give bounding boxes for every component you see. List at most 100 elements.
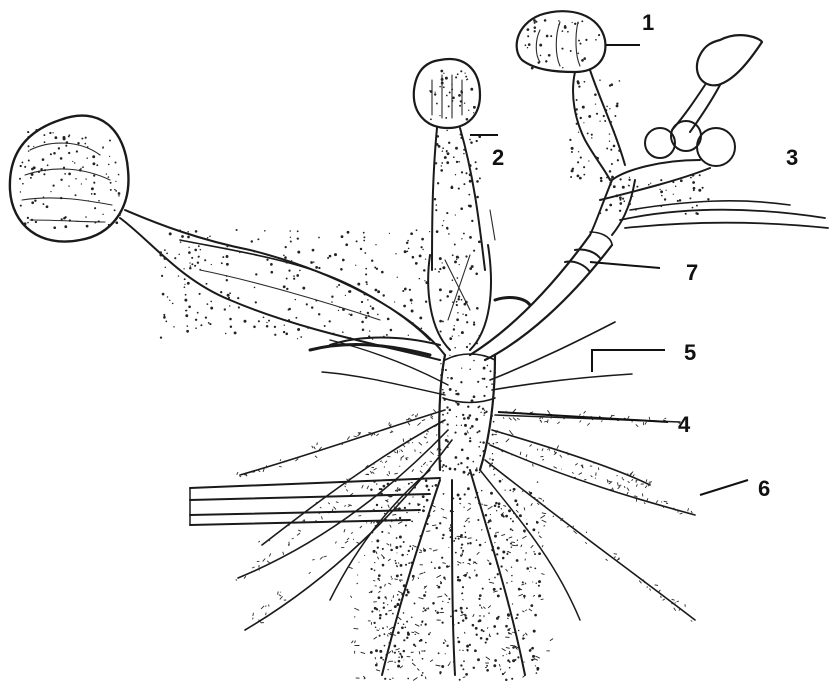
stipple-dot: [270, 263, 273, 266]
bristle-hair: [421, 466, 422, 467]
stipple-dot: [464, 432, 467, 435]
stipple-dot: [19, 178, 21, 180]
stipple-dot: [503, 516, 505, 518]
stipple-dot: [469, 180, 472, 183]
stipple-dot: [469, 559, 472, 562]
stipple-dot: [44, 141, 46, 143]
stipple-dot: [441, 608, 443, 610]
stipple-dot: [268, 320, 270, 322]
stipple-dot: [194, 249, 197, 252]
stipple-dot: [469, 644, 471, 646]
stipple-dot: [493, 443, 495, 445]
stipple-dot: [469, 343, 471, 345]
stipple-dot: [485, 642, 487, 644]
stipple-dot: [424, 572, 425, 573]
stipple-dot: [476, 431, 478, 433]
bristle-hair: [420, 471, 423, 473]
stipple-dot: [510, 528, 512, 530]
stipple-dot: [538, 594, 541, 597]
stipple-dot: [424, 586, 425, 587]
stipple-dot: [562, 30, 564, 32]
stipple-dot: [263, 316, 265, 318]
stipple-dot: [448, 105, 450, 107]
root-hair: [529, 609, 532, 611]
stipple-dot: [428, 633, 430, 635]
stipple-dot: [505, 625, 508, 628]
bristle-hair: [607, 479, 608, 482]
stipple-dot: [449, 337, 452, 340]
stipple-dot: [274, 326, 276, 328]
stipple-dot: [438, 145, 441, 148]
stipple-dot: [442, 225, 444, 227]
stipple-dot: [410, 232, 413, 235]
stipple-dot: [465, 76, 467, 78]
root-hair: [501, 534, 505, 535]
stipple-dot: [441, 665, 444, 668]
root-hair: [486, 657, 490, 660]
stipple-dot: [491, 383, 493, 385]
bristle-hair: [579, 473, 582, 475]
stipple-dot: [257, 238, 259, 240]
stipple-dot: [109, 140, 111, 142]
stipple-dot: [80, 168, 81, 169]
stipple-dot: [163, 314, 165, 316]
stipple-dot: [420, 639, 423, 642]
stipple-dot: [383, 336, 385, 338]
stipple-dot: [366, 295, 367, 296]
stipple-dot: [470, 427, 472, 429]
stipple-dot: [507, 614, 509, 616]
stipple-dot: [580, 117, 582, 119]
root-hair: [531, 545, 534, 548]
stipple-dot: [289, 230, 291, 232]
stipple-dot: [473, 106, 476, 109]
stipple-dot: [577, 52, 579, 54]
stipple-dot: [46, 205, 49, 208]
label-3: 3: [786, 145, 798, 170]
stipple-dot: [383, 602, 385, 604]
stipple-dot: [425, 642, 427, 644]
stipple-dot: [363, 240, 365, 242]
stipple-dot: [398, 657, 399, 658]
stipple-dot: [68, 152, 70, 154]
stipple-dot: [20, 165, 22, 167]
stipple-dot: [372, 338, 373, 339]
stipple-dot: [599, 120, 600, 121]
stipple-dot: [20, 191, 21, 192]
stipple-dot: [428, 489, 430, 491]
stipple-dot: [442, 470, 444, 472]
stipple-dot: [211, 264, 212, 265]
stipple-dot: [617, 159, 619, 161]
bristle-hair: [236, 579, 237, 581]
bristle-hair: [312, 446, 313, 448]
stipple-dot: [660, 179, 662, 181]
stipple-dot: [283, 255, 285, 257]
stipple-dot: [440, 460, 442, 462]
stipple-dot: [613, 131, 615, 133]
stipple-dot: [516, 617, 518, 619]
stipple-dot: [510, 542, 512, 544]
stipple-dot: [27, 145, 29, 147]
stipple-dot: [467, 572, 468, 573]
bristle-hair: [387, 474, 389, 476]
stipple-dot: [466, 118, 469, 121]
root-hair: [525, 610, 526, 611]
stipple-dot: [179, 229, 181, 231]
stipple-dot: [342, 259, 345, 262]
stipple-dot: [570, 176, 572, 178]
basal-leaves: [310, 298, 530, 355]
stipple-dot: [463, 660, 465, 662]
stipple-dot: [408, 562, 410, 564]
stipple-dot: [401, 593, 404, 596]
root-hair: [437, 575, 441, 577]
bristle-hair: [575, 463, 578, 465]
stipple-dot: [422, 672, 424, 674]
stipple-dot: [486, 665, 488, 667]
stipple-dot: [434, 93, 436, 95]
stipple-dot: [91, 187, 94, 190]
stipple-dot: [50, 153, 52, 155]
label-6: 6: [758, 476, 770, 501]
stipple-dot: [442, 534, 444, 536]
stipple-dot: [68, 185, 69, 186]
stipple-dot: [457, 73, 459, 75]
stipple-dot: [469, 542, 471, 544]
